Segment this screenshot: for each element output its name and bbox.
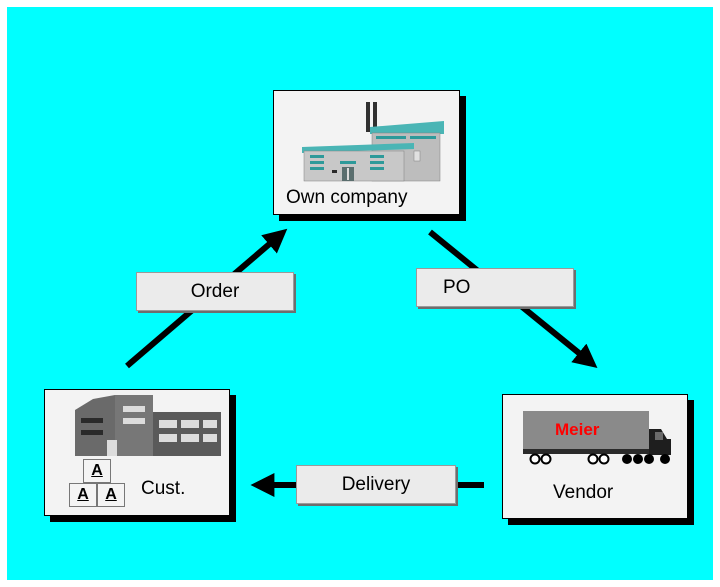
own-company-node: Own company — [273, 90, 460, 215]
delivery-label: Delivery — [296, 465, 456, 504]
truck-icon — [523, 411, 671, 465]
box-icon: A — [83, 459, 111, 483]
truck-brand-label: Meier — [555, 420, 600, 439]
box-icon: A — [97, 483, 125, 507]
vendor-label: Vendor — [553, 482, 614, 503]
own-company-label: Own company — [286, 187, 408, 208]
order-label: Order — [136, 272, 294, 311]
vendor-node: Meier Vendor — [502, 394, 688, 519]
box-icon: A — [69, 483, 97, 507]
customer-label: Cust. — [141, 478, 186, 499]
po-label: PO — [416, 268, 574, 307]
customer-node: A A A Cust. — [44, 389, 230, 516]
factory-icon — [302, 102, 444, 182]
building-icon — [75, 395, 221, 456]
